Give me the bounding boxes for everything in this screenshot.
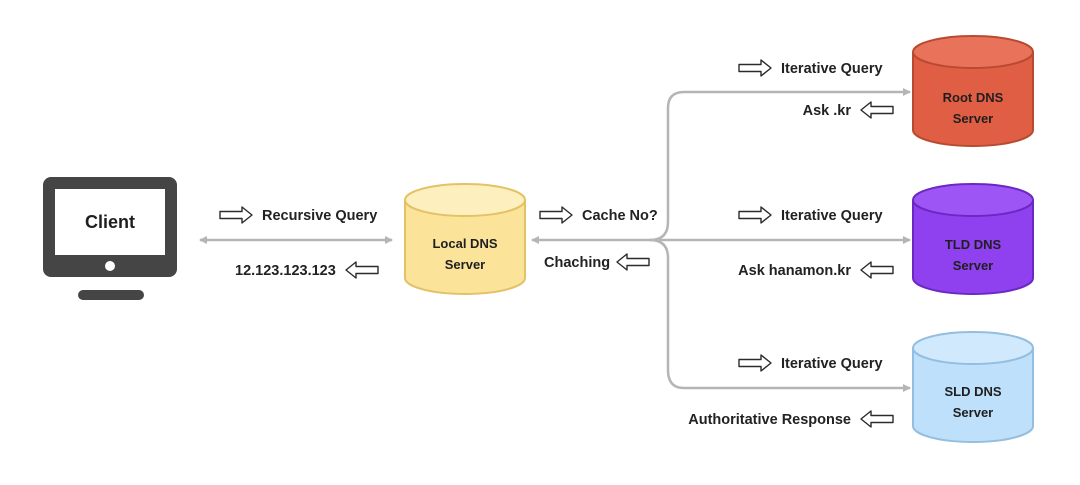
ask-kr-label: Ask .kr (803, 103, 852, 119)
right-arrow-icon (738, 206, 772, 224)
sld-dns-top (912, 331, 1034, 365)
root-dns-top (912, 35, 1034, 69)
right-arrow-icon (738, 354, 772, 372)
tld-dns-top (912, 183, 1034, 217)
client-monitor: Client (43, 177, 177, 300)
sld-dns-body (912, 348, 1034, 443)
left-arrow-icon (616, 253, 650, 271)
monitor-stand (78, 290, 144, 300)
sld-dns-server: SLD DNS Server (912, 331, 1034, 443)
root-dns-body (912, 52, 1034, 147)
tld-dns-body (912, 200, 1034, 295)
authoritative-response-label: Authoritative Response (688, 412, 851, 428)
cache-no-label: Cache No? (582, 208, 658, 224)
right-arrow-icon (738, 59, 772, 77)
local-dns-top (404, 183, 526, 217)
right-arrow-icon (539, 206, 573, 224)
client-label: Client (85, 212, 135, 232)
root-dns-label-line1: Root DNS (943, 90, 1004, 105)
local-dns-label-line2: Server (445, 257, 485, 272)
ip-response-label: 12.123.123.123 (235, 263, 336, 279)
iterative-query-tld-label: Iterative Query (781, 208, 883, 224)
iterative-query-root-label: Iterative Query (781, 61, 883, 77)
recursive-query-label: Recursive Query (262, 208, 377, 224)
power-icon (105, 261, 115, 271)
caching-label: Chaching (544, 255, 610, 271)
tld-dns-label-line1: TLD DNS (945, 237, 1002, 252)
local-dns-label-line1: Local DNS (432, 236, 497, 251)
right-arrow-icon (219, 206, 253, 224)
left-arrow-icon (860, 101, 894, 119)
left-arrow-icon (860, 410, 894, 428)
tld-dns-server: TLD DNS Server (912, 183, 1034, 295)
ask-hanamon-label: Ask hanamon.kr (738, 263, 851, 279)
root-dns-label-line2: Server (953, 111, 993, 126)
root-dns-server: Root DNS Server (912, 35, 1034, 147)
sld-dns-label-line1: SLD DNS (944, 384, 1001, 399)
tld-dns-label-line2: Server (953, 258, 993, 273)
sld-dns-label-line2: Server (953, 405, 993, 420)
local-dns-body (404, 200, 526, 295)
left-arrow-icon (345, 261, 379, 279)
local-sld-connector (649, 238, 911, 392)
left-arrow-icon (860, 261, 894, 279)
iterative-query-sld-label: Iterative Query (781, 356, 883, 372)
local-dns-server: Local DNS Server (404, 183, 526, 295)
